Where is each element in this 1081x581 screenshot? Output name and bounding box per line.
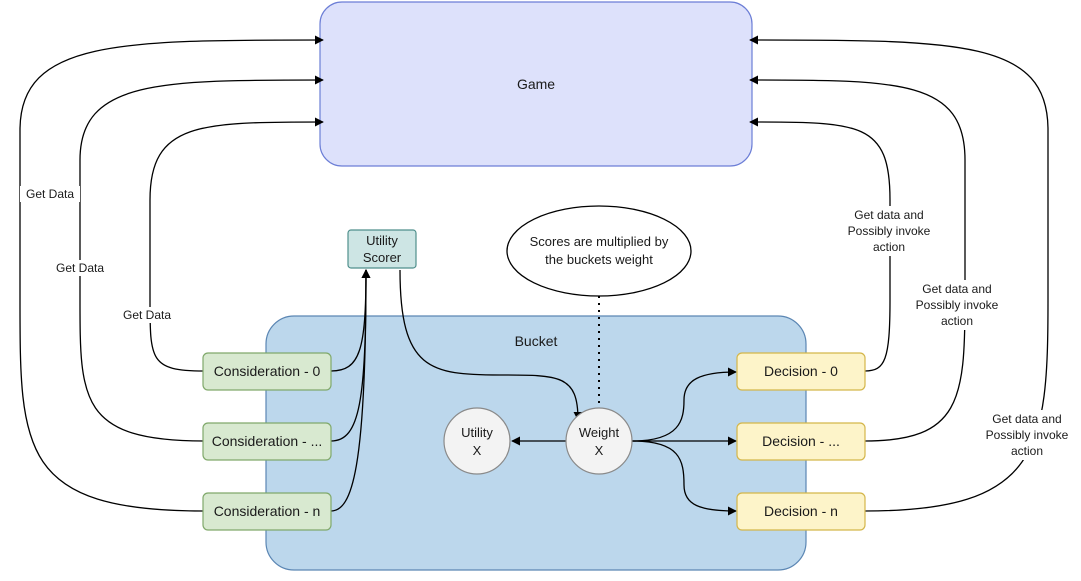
- utility-line-2: X: [473, 443, 482, 458]
- get-data-label-2: Get Data: [26, 187, 74, 201]
- get-data-edge-0: [149, 117, 324, 372]
- consideration-box-1[interactable]: [202, 422, 332, 461]
- decision-edge-0: [749, 117, 891, 372]
- decision-box-0[interactable]: [736, 352, 866, 391]
- decision-label-1: Decision - ...: [762, 433, 840, 449]
- note-line-2: the buckets weight: [545, 252, 653, 267]
- decision-label-2: Decision - n: [764, 503, 838, 519]
- bucket-box[interactable]: [265, 315, 807, 571]
- get-data-labels: Get Data Get Data Get Data: [20, 186, 177, 323]
- decision-label-0: Decision - 0: [764, 363, 838, 379]
- decisions: Decision - 0 Decision - ... Decision - n: [736, 352, 866, 531]
- decision-edge-label-0-line-1: Get data and: [854, 208, 923, 222]
- decision-edge-label-1-line-3: action: [941, 314, 973, 328]
- decision-edge-label-1-line-2: Possibly invoke: [916, 298, 999, 312]
- utility-scorer-label-2: Scorer: [363, 250, 402, 265]
- decision-edge-1: [749, 75, 966, 442]
- utility-scorer-label-1: Utility: [366, 233, 398, 248]
- weight-line-2: X: [595, 443, 604, 458]
- get-data-edge-1: [79, 75, 324, 442]
- scorer-weight-edge: [399, 269, 583, 421]
- decision-box-2[interactable]: [736, 492, 866, 531]
- decision-edge-labels: Get data and Possibly invoke action Get …: [838, 206, 1080, 460]
- utility-line-1: Utility: [461, 425, 493, 440]
- consideration-label-2: Consideration - n: [214, 503, 321, 519]
- decision-edges: [749, 35, 1049, 512]
- utility-scorer-box[interactable]: [347, 229, 417, 269]
- get-data-edge-2: [19, 35, 324, 512]
- bucket-label: Bucket: [515, 333, 558, 349]
- utility-circle[interactable]: [443, 407, 511, 475]
- decision-edge-label-0-line-2: Possibly invoke: [848, 224, 931, 238]
- decision-edge-label-2-line-3: action: [1011, 444, 1043, 458]
- get-data-label-1: Get Data: [56, 261, 104, 275]
- consideration-label-1: Consideration - ...: [212, 433, 323, 449]
- weight-decision-edge-2: [631, 440, 737, 516]
- game-label: Game: [517, 76, 555, 92]
- consideration-box-2[interactable]: [202, 492, 332, 531]
- consideration-scorer-edges: [330, 269, 371, 512]
- weight-decision-edges: [631, 367, 737, 516]
- get-data-edges: [19, 35, 324, 512]
- weight-decision-edge-0: [631, 367, 737, 442]
- decision-edge-label-2-line-1: Get data and: [992, 412, 1061, 426]
- decision-edge-label-0-line-3: action: [873, 240, 905, 254]
- considerations: Consideration - 0 Consideration - ... Co…: [202, 352, 332, 531]
- note-ellipse[interactable]: [506, 205, 692, 297]
- note-line-1: Scores are multiplied by: [530, 234, 669, 249]
- weight-circle[interactable]: [565, 407, 633, 475]
- consideration-box-0[interactable]: [202, 352, 332, 391]
- decision-box-1[interactable]: [736, 422, 866, 461]
- decision-edge-2: [749, 35, 1049, 512]
- get-data-label-0: Get Data: [123, 308, 171, 322]
- decision-edge-label-1-line-1: Get data and: [922, 282, 991, 296]
- decision-edge-label-2-line-2: Possibly invoke: [986, 428, 1069, 442]
- consideration-label-0: Consideration - 0: [214, 363, 321, 379]
- consideration-scorer-edge-2: [330, 269, 371, 512]
- weight-line-1: Weight: [579, 425, 620, 440]
